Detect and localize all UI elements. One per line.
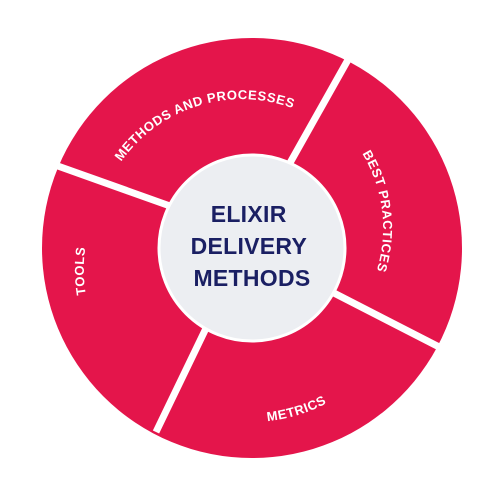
divider-top-left [53,161,172,210]
segment-dividers [53,56,447,434]
center-hub [157,153,347,343]
segment-label-tools-path: TOOLS [72,246,88,296]
divider-bottom-left [152,318,214,434]
divider-right [328,287,447,354]
divider-top-right [282,56,353,172]
center-title-line-2: DELIVERY [191,233,307,259]
center-title-line-1: ELIXIR [211,201,287,227]
center-title: ELIXIR DELIVERY METHODS [191,201,314,291]
segment-label-tools: TOOLS [72,246,89,296]
center-title-line-3: METHODS [193,265,310,291]
